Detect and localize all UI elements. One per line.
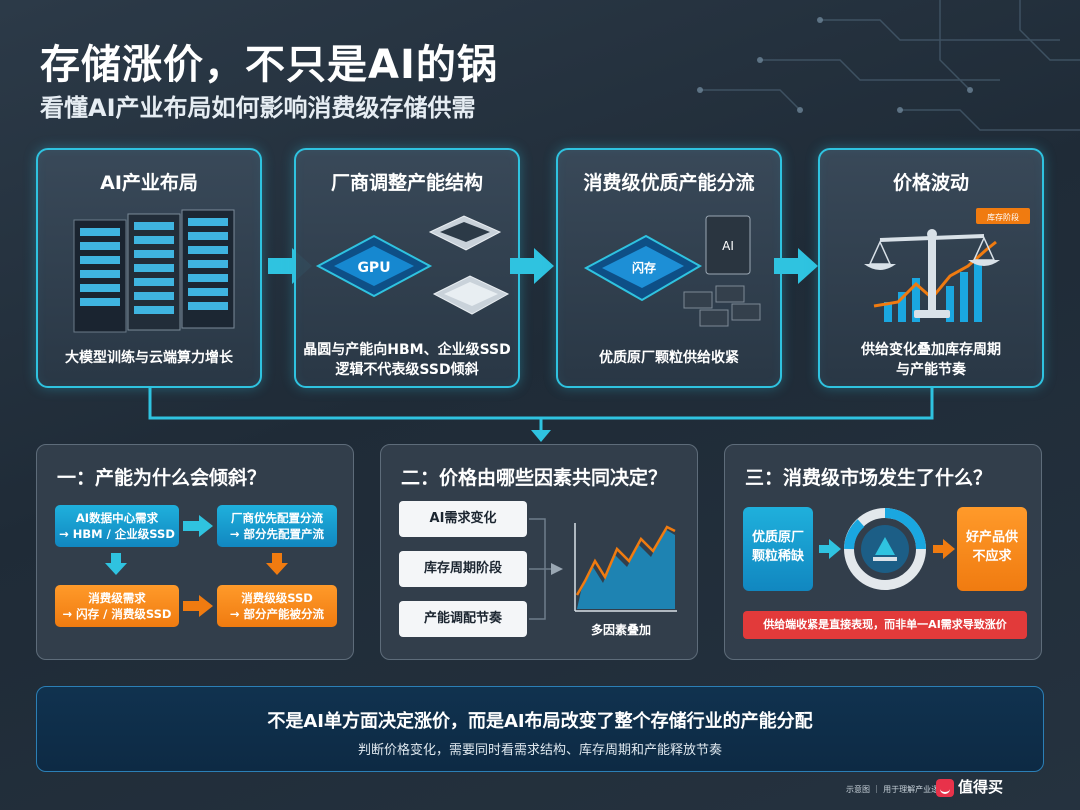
conclusion-sub: 判断价格变化，需要同时看需求结构、库存周期和产能释放节奏	[357, 743, 722, 758]
box-line: 优质原厂	[751, 530, 804, 545]
box-line: 颗粒稀缺	[751, 549, 804, 564]
stage-title: 价格波动	[892, 172, 969, 194]
chip-label: GPU	[357, 260, 390, 276]
flow-box-ai-demand: AI数据中心需求 → HBM / 企业级SSD	[55, 505, 179, 547]
flow-line: 消费级需求	[88, 591, 146, 605]
stage-title: AI产业布局	[100, 172, 198, 194]
stage-caption: 晶圆与产能向HBM、企业级SSD 逻辑不代表级SSD倾斜	[302, 340, 512, 380]
brand-name: 值得买	[958, 778, 1004, 796]
factor-capacity-rhythm: 产能调配节奏	[399, 601, 527, 637]
balance-scale-icon: 库存阶段	[864, 208, 1030, 322]
flow-box-vendor-priority: 厂商优先配置分流 → 部分先配置产流	[217, 505, 337, 547]
caption-line: 与产能节奏	[896, 362, 966, 378]
chart-caption: 多因素叠加	[591, 623, 652, 637]
panel-consumer-market: 三：消费级市场发生了什么？ 优质原厂 颗粒稀缺 好产品供 不应求 供给端收紧是直…	[724, 444, 1042, 660]
factor-inventory-cycle: 库存周期阶段	[399, 551, 527, 587]
factor-merge-chart	[529, 518, 677, 620]
supply-tightening-banner: 供给端收紧是直接表现，而非单一AI需求导致涨价	[743, 611, 1027, 639]
conclusion-banner: 不是AI单方面决定涨价，而是AI布局改变了整个存储行业的产能分配 判断价格变化，…	[36, 686, 1044, 772]
panel-capacity-tilt: 一：产能为什么会倾斜？ AI数据中心需求 → HBM / 企业级SSD 厂商优先…	[36, 444, 354, 660]
panel-title: 二：价格由哪些因素共同决定？	[401, 467, 668, 489]
flow-line: → 部分产能被分流	[229, 607, 325, 621]
chip-small-label: AI	[722, 239, 734, 253]
flow-line: AI数据中心需求	[75, 511, 159, 525]
conclusion-main: 不是AI单方面决定涨价，而是AI布局改变了整个存储行业的产能分配	[267, 711, 813, 732]
box-line: 不应求	[972, 549, 1012, 564]
flow-line: 消费级级SSD	[241, 591, 313, 605]
panel-title: 三：消费级市场发生了什么？	[745, 467, 993, 489]
stage-ai-industry: AI产业布局 大模型训练与云端算力增长	[36, 148, 262, 388]
footer-note: 示意图 ｜ 用于理解产业逻辑	[846, 785, 948, 794]
flash-chip-icon: 闪存 AI	[583, 215, 761, 327]
flow-box-consumer-demand: 消费级需求 → 闪存 / 消费级SSD	[55, 585, 179, 627]
flow-arrows	[105, 515, 288, 617]
chip-label: 闪存	[632, 260, 656, 275]
brand-logo[interactable]: 值得买	[936, 776, 1003, 797]
caption-line: 供给变化叠加库存周期	[861, 342, 1001, 358]
page-subtitle: 看懂AI产业布局如何影响消费级存储供需	[40, 94, 476, 122]
stage-title: 厂商调整产能结构	[330, 172, 483, 194]
stage-title: 消费级优质产能分流	[583, 172, 755, 194]
stage-caption: 大模型训练与云端算力增长	[65, 350, 233, 366]
panel-title: 一：产能为什么会倾斜？	[57, 467, 267, 489]
server-rack-icon	[73, 209, 235, 333]
stage-price-fluctuation: 价格波动 库存阶段 供给变化叠加库存周期 与产能节奏	[818, 148, 1044, 388]
stage-capacity-adjust: 厂商调整产能结构 GPU 晶圆与产能向HBM、企业级SSD 逻辑不代表级SSD倾…	[294, 148, 520, 388]
flow-line: → 闪存 / 消费级SSD	[62, 607, 172, 621]
gpu-chip-icon: GPU	[315, 215, 510, 315]
arrow-right-icon	[510, 248, 554, 284]
brand-icon	[936, 778, 954, 797]
market-cycle-icon	[819, 508, 955, 590]
caption-line: 逻辑不代表级SSD倾斜	[335, 362, 479, 378]
stage-consumer-diversion: 消费级优质产能分流 闪存 AI 优质原厂颗粒供给收紧	[556, 148, 782, 388]
arrow-right-icon	[774, 248, 818, 284]
box-scarce-chips: 优质原厂 颗粒稀缺	[743, 507, 813, 591]
flow-line: → 部分先配置产流	[229, 527, 325, 541]
box-line: 好产品供	[965, 530, 1018, 545]
inventory-tag: 库存阶段	[987, 212, 1019, 222]
stage-caption: 供给变化叠加库存周期 与产能节奏	[826, 340, 1036, 380]
page-title: 存储涨价，不只是AI的锅	[40, 42, 498, 88]
flow-line: 厂商优先配置分流	[231, 511, 323, 525]
stage-caption: 优质原厂颗粒供给收紧	[599, 350, 739, 366]
flow-box-consumer-ssd: 消费级级SSD → 部分产能被分流	[217, 585, 337, 627]
box-demand-exceeds: 好产品供 不应求	[957, 507, 1027, 591]
caption-line: 晶圆与产能向HBM、企业级SSD	[303, 342, 511, 358]
flow-line: → HBM / 企业级SSD	[59, 527, 175, 541]
factor-ai-demand: AI需求变化	[399, 501, 527, 537]
panel-price-factors: 二：价格由哪些因素共同决定？ AI需求变化 库存周期阶段 产能调配节奏 多因素叠…	[380, 444, 698, 660]
